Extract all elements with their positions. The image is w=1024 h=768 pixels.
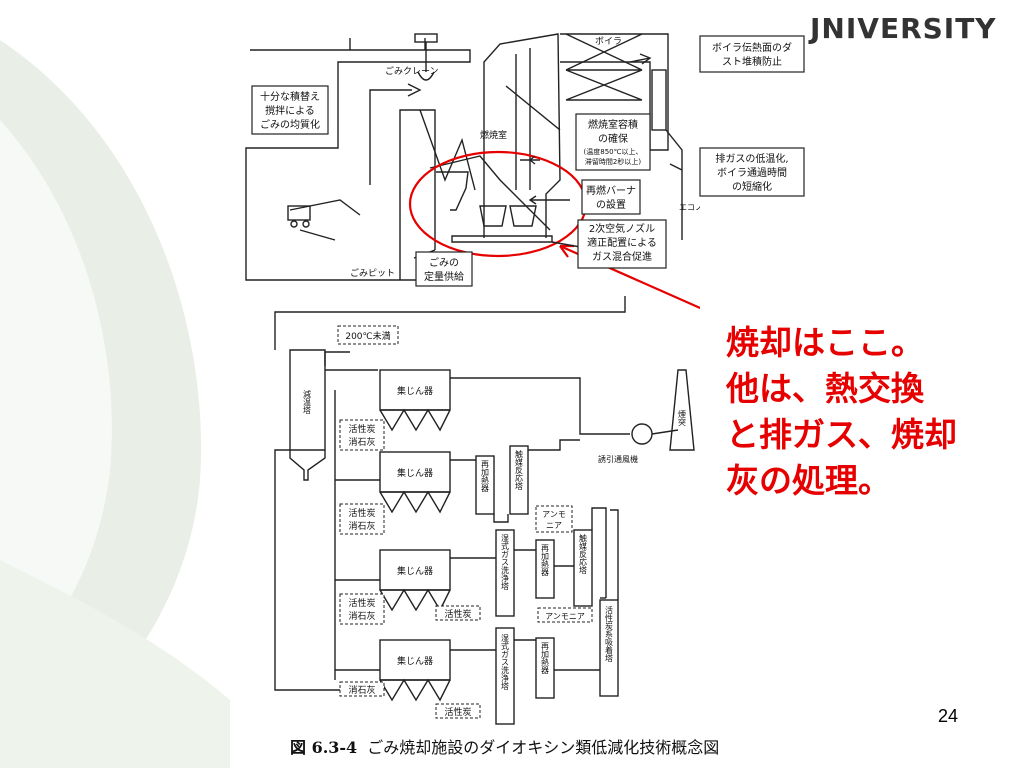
label-below200: 200℃未満	[345, 330, 390, 342]
label-supply-2: 定量供給	[424, 270, 464, 283]
label-collector-3: 集じん器	[397, 565, 433, 577]
label-carbon-5: 活性炭	[444, 706, 471, 718]
label-reburner-2: の設置	[596, 198, 626, 211]
label-nozzle-2: 適正配置による	[587, 236, 657, 249]
page-number: 24	[938, 706, 959, 726]
label-ammonia: アンモニア	[545, 612, 585, 621]
label-exhaust-2: ボイラ通過時間	[717, 167, 787, 179]
label-carbon-2: 活性炭	[348, 507, 375, 519]
label-cooling-tower: 減温塔	[303, 389, 312, 415]
dioxin-reduction-diagram: ごみクレーン 十分な積替え 撹拌による ごみの均質化 ボイラ エコノマイザ 燃焼…	[230, 10, 700, 732]
label-nozzle-1: 2次空気ノズル	[589, 222, 655, 235]
label-lime-2: 消石灰	[348, 520, 375, 532]
label-reburner-1: 再燃バーナ	[586, 184, 636, 197]
label-catalyst-1: 触媒反応塔	[515, 449, 524, 491]
label-ammonia-short-2: ニア	[546, 521, 562, 530]
label-fan: 誘引通風機	[598, 454, 638, 464]
label-economizer: エコノマイザ	[679, 203, 700, 212]
label-lime-4: 消石灰	[348, 684, 375, 696]
label-volume-2: の確保	[598, 132, 628, 145]
label-collector-1: 集じん器	[397, 385, 433, 397]
label-scrubber-2: 湿式ガス洗浄塔	[501, 634, 510, 691]
label-mix-2: 撹拌による	[265, 104, 315, 117]
label-stack: 煙突	[678, 410, 687, 427]
label-collector-4: 集じん器	[397, 655, 433, 667]
label-ammonia-short-1: アンモ	[542, 510, 566, 519]
label-dust-2: スト堆積防止	[722, 55, 782, 68]
label-mix-1: 十分な積替え	[260, 90, 320, 103]
label-catalyst-2: 触媒反応塔	[579, 533, 588, 575]
label-supply-1: ごみの	[429, 256, 459, 269]
label-exhaust-3: の短縮化	[732, 180, 772, 193]
label-volume-1: 燃焼室容積	[588, 118, 638, 131]
label-nozzle-3: ガス混合促進	[592, 250, 652, 263]
label-carbon-4: 活性炭	[444, 608, 471, 620]
label-carbon-1: 活性炭	[348, 423, 375, 435]
label-scrubber-1: 湿式ガス洗浄塔	[501, 534, 510, 591]
university-logo: JNIVERSITY	[810, 12, 997, 45]
label-furnace-room: 燃焼室	[480, 129, 507, 141]
label-carbon-3: 活性炭	[348, 597, 375, 609]
label-pit: ごみピット	[350, 267, 395, 279]
figure-title: ごみ焼却施設のダイオキシン類低減化技術概念図	[367, 738, 720, 757]
figure-number: 図 6.3-4	[290, 738, 358, 757]
note-line-4: 灰の処理。	[726, 461, 891, 500]
label-exhaust-1: 排ガスの低温化,	[715, 152, 788, 165]
label-reheater-3: 再加熱器	[541, 642, 550, 675]
label-mix-3: ごみの均質化	[260, 118, 320, 131]
label-volume-note-1: (温度850℃以上、	[584, 147, 643, 156]
label-collector-2: 集じん器	[397, 467, 433, 479]
label-dust-1: ボイラ伝熱面のダ	[712, 41, 792, 54]
label-lime-3: 消石灰	[348, 610, 375, 622]
annotation-note: 焼却はここ。 他は、熱交換 と排ガス、焼却 灰の処理。	[726, 320, 976, 504]
label-carbon-tower: 活性炭系吸着塔	[605, 605, 614, 663]
label-boiler: ボイラ	[595, 36, 622, 47]
label-volume-note-2: 滞留時間2秒以上)	[585, 157, 641, 166]
note-line-2: 他は、熱交換	[726, 369, 924, 408]
note-line-1: 焼却はここ。	[726, 323, 924, 362]
figure-caption: 図 6.3-4 ごみ焼却施設のダイオキシン類低減化技術概念図	[290, 734, 719, 758]
label-lime-1: 消石灰	[348, 436, 375, 448]
label-reheater-2: 再加熱器	[541, 544, 550, 577]
label-reheater-1: 再加熱器	[481, 460, 490, 493]
label-crane: ごみクレーン	[385, 65, 439, 77]
note-line-3: と排ガス、焼却	[726, 415, 957, 454]
